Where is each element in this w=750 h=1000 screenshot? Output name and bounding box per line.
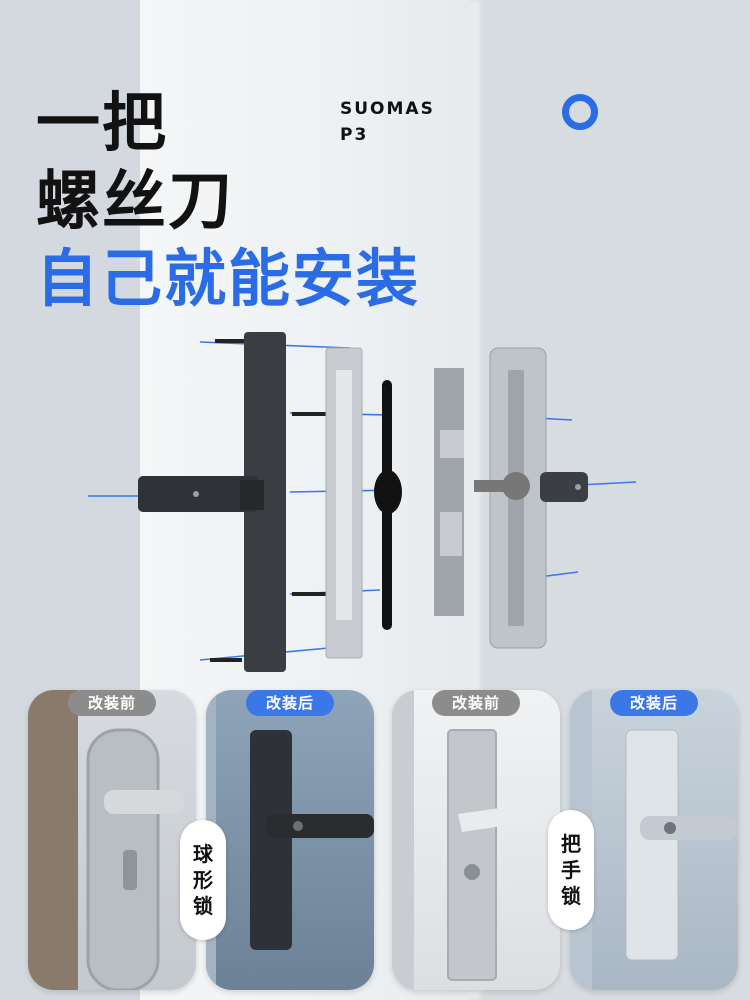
label-char: 球 — [193, 842, 213, 866]
label-handle-lock: 把 手 锁 — [548, 810, 594, 930]
label-char: 锁 — [193, 894, 213, 918]
gasket-hub — [374, 470, 402, 514]
dead-bolt — [440, 512, 462, 556]
tag-before-1: 改装前 — [68, 690, 156, 716]
ring-icon — [562, 94, 598, 130]
interior-spindle — [502, 472, 530, 500]
interior-bar — [474, 480, 514, 492]
tag-after-1: 改装后 — [246, 690, 334, 716]
brand-block: SUOMAS P3 — [340, 96, 435, 148]
smart-lock-photo-1 — [206, 690, 374, 990]
interior-lever-hole — [575, 484, 581, 490]
panel-after-smart-lock-2 — [570, 690, 738, 990]
panel-after-smart-lock-1 — [206, 690, 374, 990]
exploded-lock-diagram — [88, 332, 637, 672]
brand-name: SUOMAS — [340, 99, 435, 119]
headline-line-3: 自己就能安装 — [36, 242, 421, 315]
latch-bolt — [440, 430, 464, 458]
headline-line-2: 螺丝刀 — [36, 165, 234, 239]
exterior-plate — [244, 332, 286, 672]
label-char: 把 — [561, 832, 581, 856]
lever-neck — [240, 480, 264, 510]
tag-before-2: 改装前 — [432, 690, 520, 716]
label-char: 锁 — [561, 884, 581, 908]
screw — [215, 339, 245, 343]
tag-after-2: 改装后 — [610, 690, 698, 716]
label-char: 手 — [561, 858, 581, 882]
smart-lock-photo-2 — [570, 690, 738, 990]
panel-before-ball-lock — [28, 690, 196, 990]
brand-model: P3 — [340, 125, 369, 145]
headline-line-1: 一把 — [36, 87, 168, 161]
ball-lock-photo — [28, 690, 184, 990]
handle-lock-photo — [392, 690, 542, 990]
panel-before-handle-lock — [392, 690, 560, 990]
label-char: 形 — [193, 868, 213, 892]
label-ball-lock: 球 形 锁 — [180, 820, 226, 940]
interior-lever — [540, 472, 588, 502]
mounting-slot — [336, 370, 352, 620]
lever-screw-hole — [193, 491, 199, 497]
screw — [210, 658, 242, 662]
mortise-body — [434, 368, 464, 616]
